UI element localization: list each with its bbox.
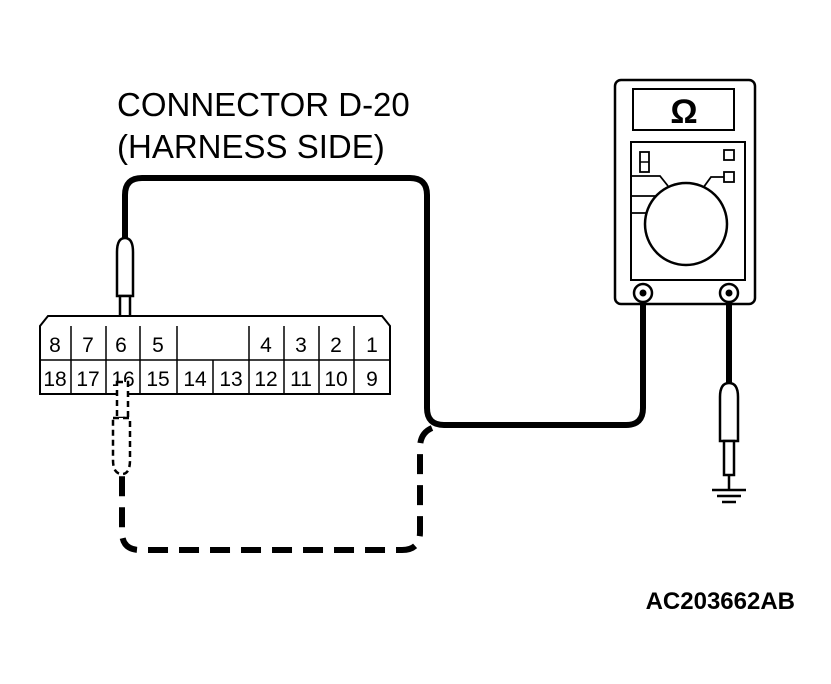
meter-dial[interactable] — [643, 181, 729, 267]
ground-icon — [712, 488, 746, 504]
pin-label: 1 — [366, 334, 378, 357]
pin-label: 3 — [295, 334, 307, 357]
pin-label: 2 — [330, 334, 342, 357]
pin-label: 4 — [260, 334, 272, 357]
pin-label: 9 — [366, 368, 378, 391]
connector-subtitle: (HARNESS SIDE) — [117, 128, 385, 165]
pin-label: 18 — [43, 368, 66, 391]
pin-label: 12 — [254, 368, 277, 391]
pin-label: 5 — [152, 334, 164, 357]
ohmmeter: Ω — [613, 78, 757, 306]
pin-label: 6 — [115, 334, 127, 357]
ohm-symbol: Ω — [670, 93, 697, 131]
pin-label: 13 — [219, 368, 242, 391]
connector-title: CONNECTOR D-20 — [117, 86, 410, 123]
pin-label: 11 — [290, 368, 312, 391]
pin-label: 15 — [146, 368, 169, 391]
pin-label: 8 — [49, 334, 61, 357]
probe-wire-dashed — [119, 425, 434, 553]
probe-wire-solid — [122, 175, 646, 428]
pin-label: 17 — [76, 368, 99, 391]
pin-label: 7 — [82, 334, 94, 357]
rear-probe — [111, 380, 132, 476]
figure-code: AC203662AB — [646, 588, 795, 615]
pin-label: 14 — [183, 368, 207, 391]
pin-label: 10 — [324, 368, 347, 391]
connector-d20: 8 7 6 5 4 3 2 1 18 17 16 15 14 13 12 11 … — [39, 315, 391, 395]
ground-probe — [718, 302, 740, 490]
